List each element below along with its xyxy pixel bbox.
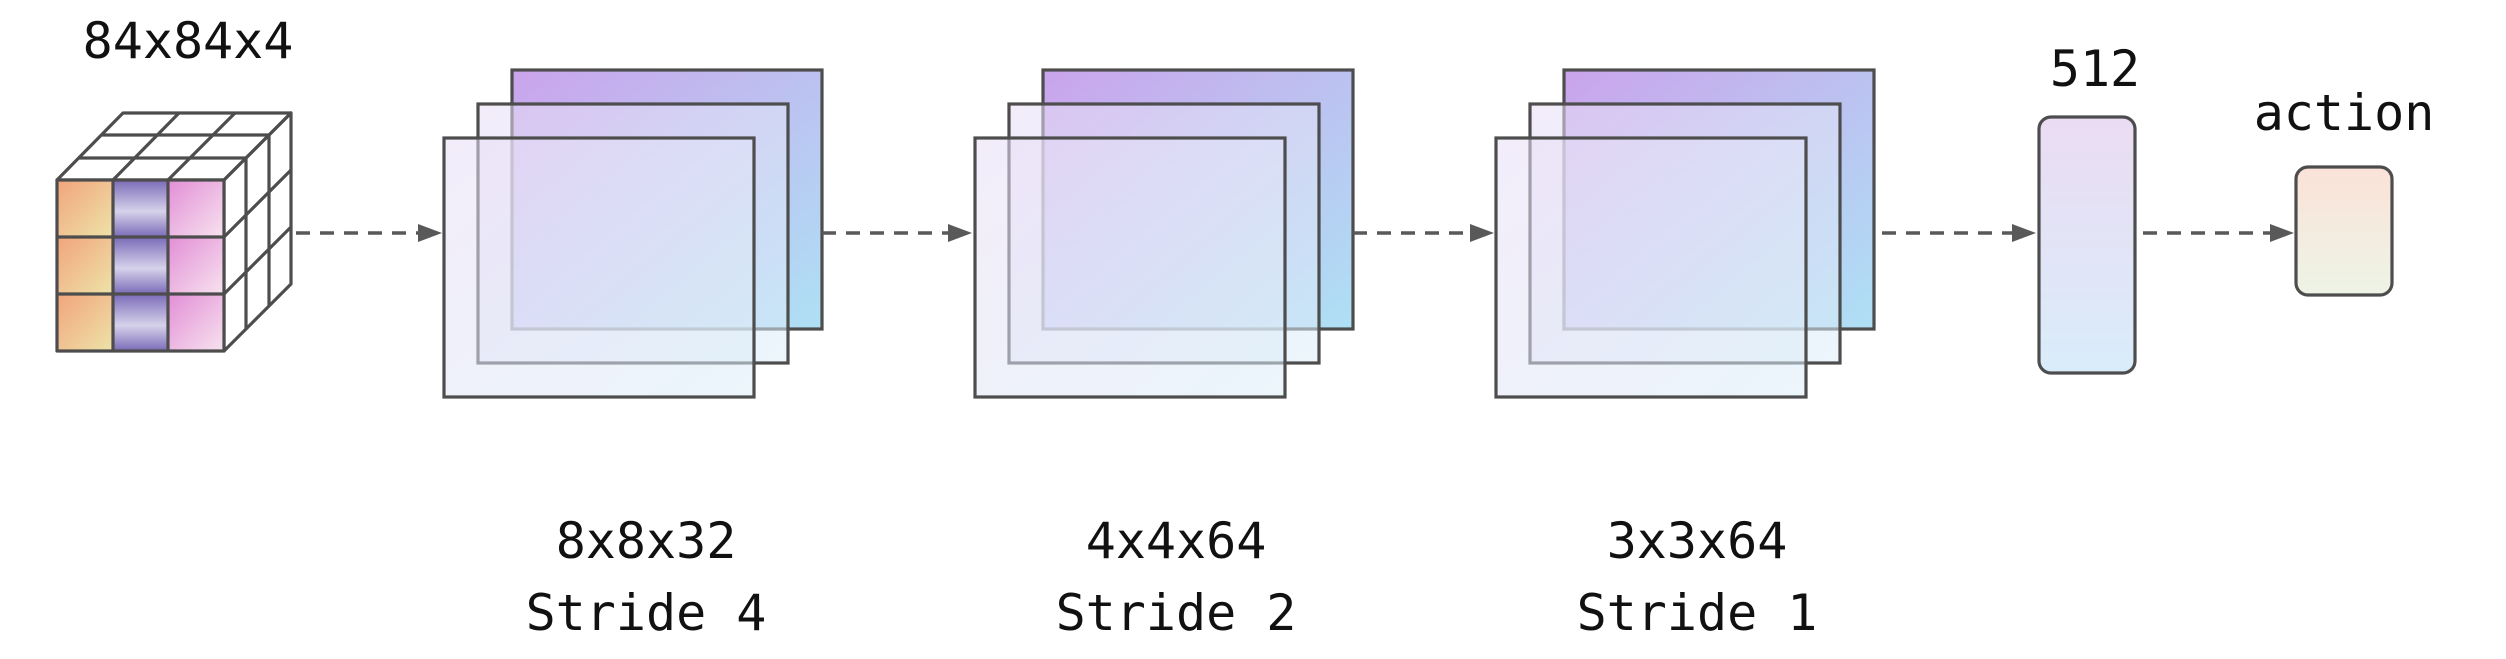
layer-1-kernel-label: 8x8x32 (556, 512, 737, 570)
arrow-fc-to-action (2143, 224, 2294, 242)
input-cube-icon (55, 111, 293, 353)
arrow-layer-2-to-layer-3 (1353, 224, 1494, 242)
layer-2-kernel-label: 4x4x64 (1086, 512, 1267, 570)
arrow-input-to-layer-1 (296, 224, 442, 242)
fully-connected-layer (2037, 115, 2137, 375)
input-size-label: 84x84x4 (83, 12, 294, 70)
arrow-layer-3-to-fc (1882, 224, 2036, 242)
fc-size-label: 512 (2050, 40, 2140, 98)
conv-layer-3-feature-maps (1494, 68, 1876, 399)
layer-3-stride-label: Stride 1 (1577, 584, 1818, 642)
layer-2-stride-label: Stride 2 (1056, 584, 1297, 642)
action-label: action (2254, 84, 2435, 142)
conv-layer-1-feature-maps (442, 68, 824, 399)
layer-1-stride-label: Stride 4 (526, 584, 767, 642)
action-output-node (2294, 165, 2394, 297)
conv-layer-2-feature-maps (973, 68, 1355, 399)
arrow-layer-1-to-layer-2 (822, 224, 972, 242)
layer-3-kernel-label: 3x3x64 (1607, 512, 1788, 570)
